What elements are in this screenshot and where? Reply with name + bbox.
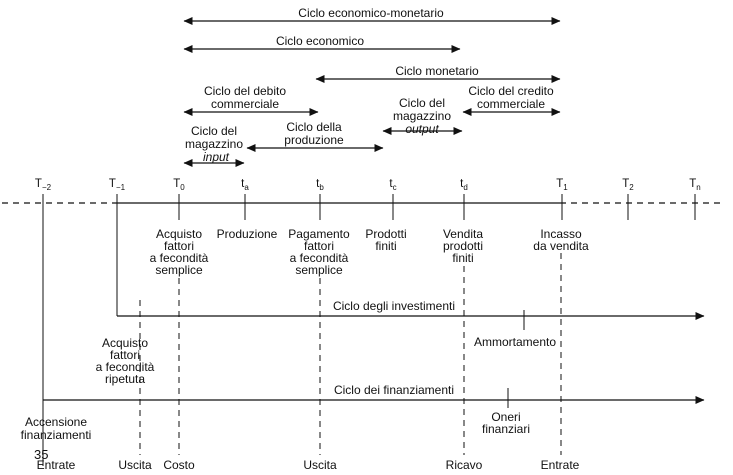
event-line: Pagamento <box>288 227 350 241</box>
bottom-costo: Costo <box>163 458 195 472</box>
event-produzione: Produzione <box>217 227 278 241</box>
event-line: Acquisto <box>102 336 148 350</box>
event-line: fattori <box>304 239 334 253</box>
magazzino-input-label-2: magazzino <box>185 137 243 151</box>
bottom-uscita-left: Uscita <box>118 458 152 472</box>
acquisto-ripetuta: Acquisto fattori a fecondità ripetuta <box>96 336 155 386</box>
event-line: finiti <box>375 239 396 253</box>
magazzino-output-label-1: Ciclo del <box>399 96 445 110</box>
timeline-label: T2 <box>622 178 634 192</box>
ciclo-investimenti-label: Ciclo degli investimenti <box>333 299 455 313</box>
event-acquisto-semplice: Acquisto fattori a fecondità semplice <box>150 227 209 277</box>
ammortamento-label: Ammortamento <box>474 335 556 349</box>
oneri-label-2: finanziari <box>482 422 530 436</box>
event-line: ripetuta <box>105 372 145 386</box>
event-line: a fecondità <box>150 251 209 265</box>
accensione-label-1: Accensione <box>25 415 87 429</box>
magazzino-input-label-1: Ciclo del <box>191 124 237 138</box>
event-vendita: Vendita prodotti finiti <box>443 227 483 265</box>
ciclo-produzione-label-1: Ciclo della <box>286 120 342 134</box>
ciclo-finanziamenti-label: Ciclo dei finanziamenti <box>334 383 454 397</box>
ciclo-produzione-label-2: produzione <box>284 133 344 147</box>
event-incasso: Incasso da vendita <box>533 227 589 253</box>
timeline-label: tc <box>389 178 396 192</box>
event-prodotti-finiti: Prodotti finiti <box>365 227 406 253</box>
ciclo-monetario-label: Ciclo monetario <box>395 64 479 78</box>
timeline-labels: T−2 T−1 T0 ta tb tc td T1 T2 Tn <box>35 178 701 192</box>
event-line: finiti <box>452 251 473 265</box>
timeline-label: Tn <box>689 178 700 192</box>
timeline-label: td <box>460 178 468 192</box>
event-line: prodotti <box>443 239 483 253</box>
magazzino-output-label-3: output <box>405 122 439 136</box>
timeline-label: T0 <box>173 178 185 192</box>
magazzino-input-label-3: input <box>203 150 230 164</box>
event-line: fattori <box>164 239 194 253</box>
ciclo-credito-label-1: Ciclo del credito <box>468 84 554 98</box>
event-line: fattori <box>110 348 140 362</box>
magazzino-output-label-2: magazzino <box>393 109 451 123</box>
event-pagamento: Pagamento fattori a fecondità semplice <box>288 227 350 277</box>
event-line: semplice <box>295 263 343 277</box>
ciclo-debito-label-2: commerciale <box>211 97 279 111</box>
bottom-entrate-right: Entrate <box>541 458 580 472</box>
accensione-label-2: finanziamenti <box>21 428 92 442</box>
timeline-label: T−1 <box>109 178 126 192</box>
timeline-label: ta <box>241 178 249 192</box>
oneri-label-1: Oneri <box>491 410 520 424</box>
ciclo-economico-label: Ciclo economico <box>276 34 364 48</box>
event-line: Incasso <box>540 227 582 241</box>
timeline-label: T1 <box>556 178 568 192</box>
event-line: semplice <box>155 263 203 277</box>
ciclo-debito-label-1: Ciclo del debito <box>204 84 286 98</box>
event-line: Acquisto <box>156 227 202 241</box>
bottom-uscita-mid: Uscita <box>303 458 337 472</box>
ciclo-economico-monetario-label: Ciclo economico-monetario <box>298 6 444 20</box>
timeline-ticks <box>42 194 696 220</box>
bottom-entrate-left: Entrate <box>37 458 76 472</box>
timeline-label: T−2 <box>35 178 52 192</box>
ciclo-credito-label-2: commerciale <box>477 97 545 111</box>
timeline-label: tb <box>316 178 324 192</box>
event-line: Vendita <box>443 227 483 241</box>
event-line: Prodotti <box>365 227 406 241</box>
page-number: 35 <box>34 447 48 462</box>
event-line: a fecondità <box>96 360 155 374</box>
bottom-ricavo: Ricavo <box>446 458 483 472</box>
event-line: a fecondità <box>290 251 349 265</box>
event-line: da vendita <box>533 239 589 253</box>
